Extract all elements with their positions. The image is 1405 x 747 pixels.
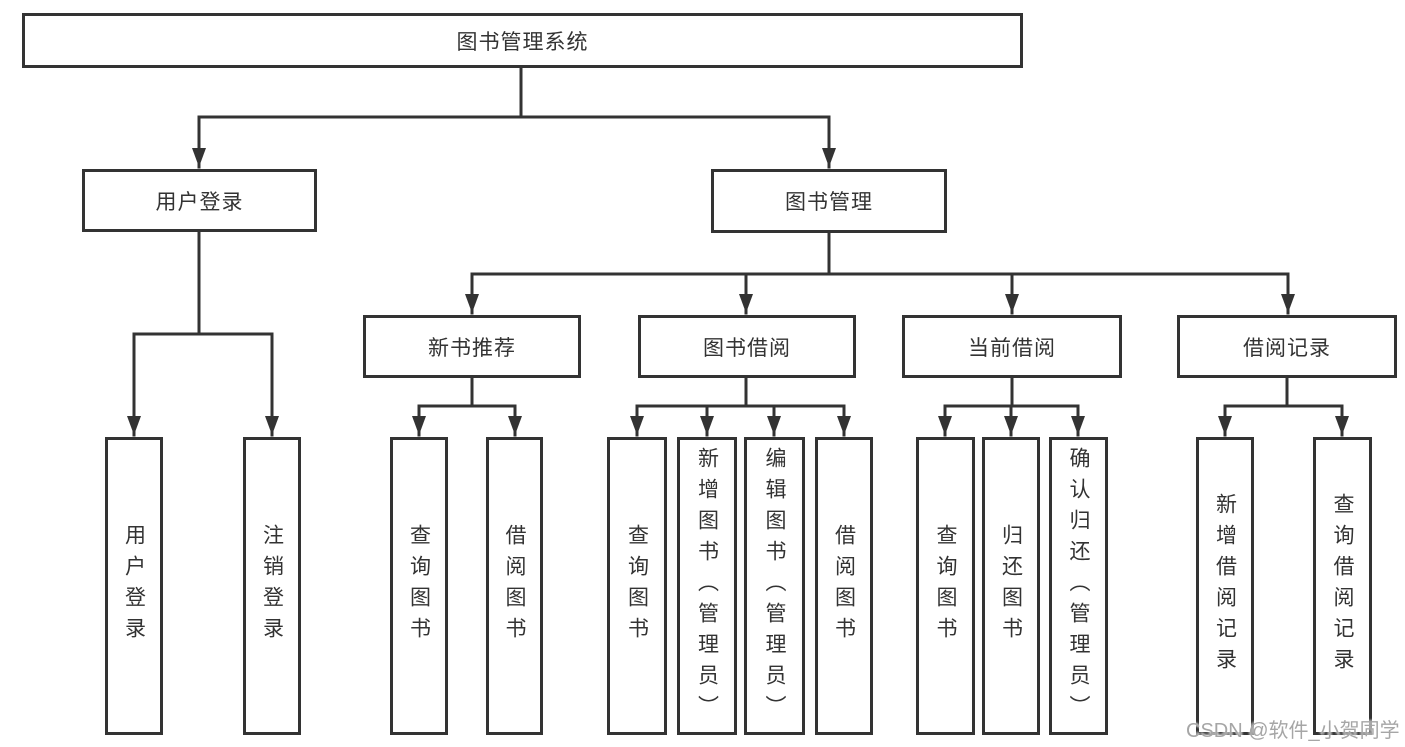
leaf-add-book-admin-label: 新增图书（管理员） (695, 446, 719, 726)
leaf-add-borrow-record: 新增借阅记录 (1196, 437, 1254, 735)
node-book-management: 图书管理 (711, 169, 947, 233)
leaf-logout: 注销登录 (243, 437, 301, 735)
leaf-logout-label: 注销登录 (260, 524, 284, 648)
watermark: CSDN @软件_小贺同学 (1186, 720, 1400, 742)
leaf-return-book: 归还图书 (982, 437, 1040, 735)
leaf-user-login-label: 用户登录 (122, 524, 146, 648)
leaf-query-book-current: 查询图书 (916, 437, 975, 735)
leaf-add-book-admin: 新增图书（管理员） (677, 437, 737, 735)
node-new-book-recommend: 新书推荐 (363, 315, 581, 378)
node-book-borrow: 图书借阅 (638, 315, 856, 378)
leaf-edit-book-admin-label: 编辑图书（管理员） (763, 446, 786, 726)
leaf-query-book-current-label: 查询图书 (934, 524, 957, 648)
leaf-add-borrow-record-label: 新增借阅记录 (1213, 493, 1237, 679)
node-current-borrow: 当前借阅 (902, 315, 1122, 378)
leaf-query-book-borrow: 查询图书 (607, 437, 667, 735)
leaf-query-book-recommend: 查询图书 (390, 437, 448, 735)
leaf-query-borrow-record-label: 查询借阅记录 (1331, 493, 1354, 679)
leaf-query-book-recommend-label: 查询图书 (407, 524, 431, 648)
node-user-login: 用户登录 (82, 169, 317, 232)
leaf-edit-book-admin: 编辑图书（管理员） (744, 437, 805, 735)
leaf-user-login: 用户登录 (105, 437, 163, 735)
leaf-return-book-label: 归还图书 (999, 524, 1023, 648)
leaf-confirm-return-admin-label: 确认归还（管理员） (1067, 446, 1090, 726)
leaf-query-book-borrow-label: 查询图书 (625, 524, 649, 648)
leaf-query-borrow-record: 查询借阅记录 (1313, 437, 1372, 735)
node-borrow-records: 借阅记录 (1177, 315, 1397, 378)
leaf-borrow-book-recommend-label: 借阅图书 (503, 524, 526, 648)
leaf-borrow-book: 借阅图书 (815, 437, 873, 735)
leaf-confirm-return-admin: 确认归还（管理员） (1049, 437, 1108, 735)
leaf-borrow-book-label: 借阅图书 (832, 524, 856, 648)
leaf-borrow-book-recommend: 借阅图书 (486, 437, 543, 735)
node-root: 图书管理系统 (22, 13, 1023, 68)
